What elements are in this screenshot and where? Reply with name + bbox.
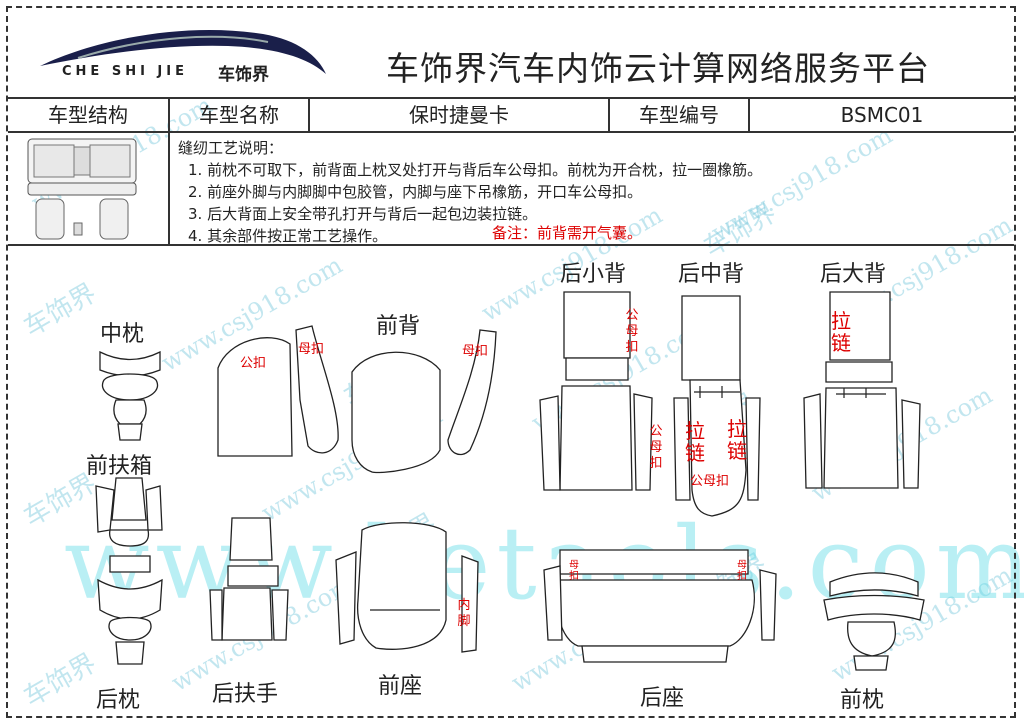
label-rear-pillow: 后枕 [96,688,141,713]
annotation-zipper: 拉链 [727,417,747,463]
logo-text: CHE SHI JIE [62,64,188,79]
logo-car-swoosh-icon [40,29,326,74]
note-item: 4. 其余部件按正常工艺操作。 [188,227,388,245]
note-item: 2. 前座外脚与内脚脚中包胶管，内脚与座下吊橡筋，开口车公母扣。 [188,183,643,201]
page-header: CHE SHI JIE 车饰界 车饰界汽车内饰云计算网络服务平台 [8,8,1014,96]
label-rear-middle-back: 后中背 [678,262,745,287]
seat-layout-icon [27,138,137,240]
label-front-seat: 前座 [378,674,423,699]
label-rear-small-back: 后小背 [560,262,627,287]
model-info-row: 车型结构 车型名称 保时捷曼卡 车型编号 BSMC01 [8,97,1014,133]
rear-middle-back-pattern [673,295,761,517]
note-item: 1. 前枕不可取下，前背面上枕叉处打开与背后车公母扣。前枕为开合枕，拉一圈橡筋。 [188,161,763,179]
car-structure-thumbnail [8,131,170,244]
remark: 备注：前背需开气囊。 [492,224,643,242]
annotation-female-snap: 母扣 [298,342,325,357]
label-front-pillow: 前枕 [840,688,885,713]
page-title: 车饰界汽车内饰云计算网络服务平台 [386,49,930,88]
notes-heading: 缝纫工艺说明： [178,139,284,157]
note-item: 3. 后大背面上安全带孔打开与背后一起包边装拉链。 [188,205,538,223]
annotation-zipper: 拉链 [685,419,705,465]
rear-armrest-pattern [209,517,289,641]
logo-chinese: 车饰界 [218,65,269,85]
front-seat-pattern [335,522,479,653]
middle-pillow-pattern [99,350,161,441]
model-code: BSMC01 [840,103,924,127]
rear-large-back-pattern [803,291,921,489]
label-front-armrest-box: 前扶箱 [86,454,153,479]
rear-pillow-pattern [97,555,163,665]
model-name: 保时捷曼卡 [310,99,610,131]
label-model-code: 车型编号 [610,99,750,131]
front-armrest-box-pattern [95,477,163,547]
annotation-female-snap: 母扣 [462,344,489,359]
annotation-female-snap-small: 母扣 [737,560,747,582]
annotation-male-female-snap: 公母扣 [690,474,730,489]
annotation-male-snap: 公扣 [240,356,267,371]
annotation-zipper: 拉链 [831,309,851,355]
label-rear-seat: 后座 [640,686,685,711]
rear-small-back-pattern [539,291,653,491]
front-pillow-pattern [823,572,925,671]
page-border [6,6,1016,718]
front-back-pattern [217,325,497,474]
annotation-inner-leg: 内脚 [457,598,471,629]
label-model-name: 车型名称 [170,99,310,131]
sewing-notes-row: 缝纫工艺说明： 1. 前枕不可取下，前背面上枕叉处打开与背后车公母扣。前枕为开合… [8,131,1014,246]
annotation-male-female-snap-vertical: 公母扣 [625,308,639,355]
label-front-back: 前背 [376,314,421,339]
label-rear-armrest: 后扶手 [212,682,279,707]
annotation-female-snap-small: 母扣 [569,560,579,582]
label-rear-large-back: 后大背 [820,262,887,287]
label-structure: 车型结构 [8,99,170,131]
label-middle-pillow: 中枕 [100,322,145,347]
notes-text: 缝纫工艺说明： 1. 前枕不可取下，前背面上枕叉处打开与背后车公母扣。前枕为开合… [178,137,762,247]
rear-seat-pattern [543,549,777,663]
annotation-male-female-snap-vertical: 公母扣 [649,424,663,471]
